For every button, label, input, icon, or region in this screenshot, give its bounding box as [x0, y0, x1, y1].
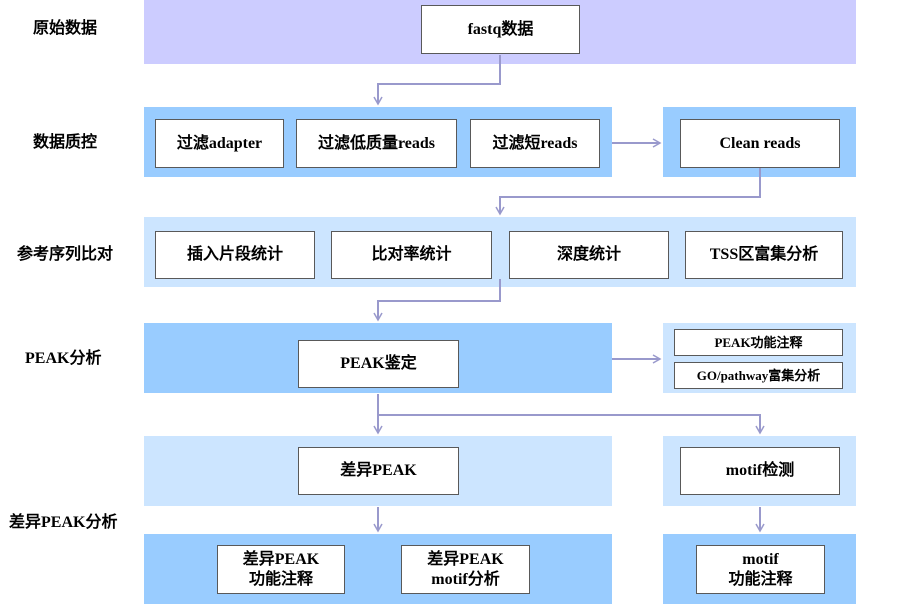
motif-anno-line2: 功能注释 [728, 570, 793, 588]
box-alignment-rate: 比对率统计 [331, 231, 492, 279]
box-filter-adapter: 过滤adapter [155, 119, 284, 168]
box-go-pathway-enrichment: GO/pathway富集分析 [674, 362, 843, 389]
arrow-peak-to-motif [378, 414, 765, 435]
box-diff-peak: 差异PEAK [298, 447, 459, 495]
box-peak-calling: PEAK鉴定 [298, 340, 459, 388]
label-alignment: 参考序列比对 [17, 246, 114, 263]
box-clean-reads: Clean reads [680, 119, 840, 168]
box-fastq: fastq数据 [421, 5, 580, 54]
box-tss-enrichment: TSS区富集分析 [685, 231, 843, 279]
box-filter-low-quality: 过滤低质量reads [296, 119, 457, 168]
diff-anno-line1: 差异PEAK [242, 550, 320, 568]
box-peak-annotation: PEAK功能注释 [674, 329, 843, 356]
label-diff-peak-analysis: 差异PEAK分析 [9, 514, 118, 531]
label-raw-data: 原始数据 [33, 20, 98, 37]
diff-motif-line1: 差异PEAK [427, 550, 504, 568]
box-filter-short: 过滤短reads [470, 119, 600, 168]
diff-motif-line2: motif分析 [431, 570, 500, 588]
box-insert-size-stat: 插入片段统计 [155, 231, 315, 279]
diff-anno-band [144, 534, 612, 604]
label-qc: 数据质控 [33, 134, 98, 151]
box-diff-peak-motif: 差异PEAK motif分析 [401, 545, 530, 594]
box-depth-stat: 深度统计 [509, 231, 669, 279]
box-motif-annotation: motif 功能注释 [696, 545, 825, 594]
label-peak-analysis: PEAK分析 [25, 350, 102, 367]
motif-anno-line1: motif [742, 550, 779, 568]
diff-anno-line2: 功能注释 [248, 570, 313, 588]
box-motif-detection: motif检测 [680, 447, 840, 495]
box-diff-peak-annotation: 差异PEAK 功能注释 [217, 545, 345, 594]
